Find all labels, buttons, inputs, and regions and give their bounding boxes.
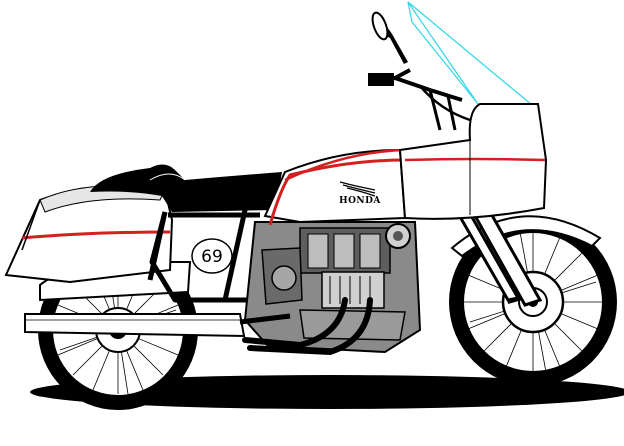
exhaust-headers — [242, 297, 373, 356]
tank-logo: HONDA — [339, 181, 381, 206]
ground-shadow — [30, 375, 624, 409]
saddlebag — [4, 185, 192, 302]
mirror — [371, 11, 408, 64]
exhaust-muffler — [24, 313, 246, 338]
honda-wing-icon — [339, 181, 376, 197]
fairing — [398, 1, 548, 220]
number-plate: 69 — [191, 238, 233, 274]
foot-peg — [239, 313, 291, 325]
seat — [90, 164, 282, 212]
engine — [243, 221, 422, 354]
race-number: 69 — [201, 247, 223, 267]
handlebar — [368, 68, 471, 131]
side-panel — [263, 148, 411, 226]
honda-logo-text: HONDA — [339, 196, 381, 206]
